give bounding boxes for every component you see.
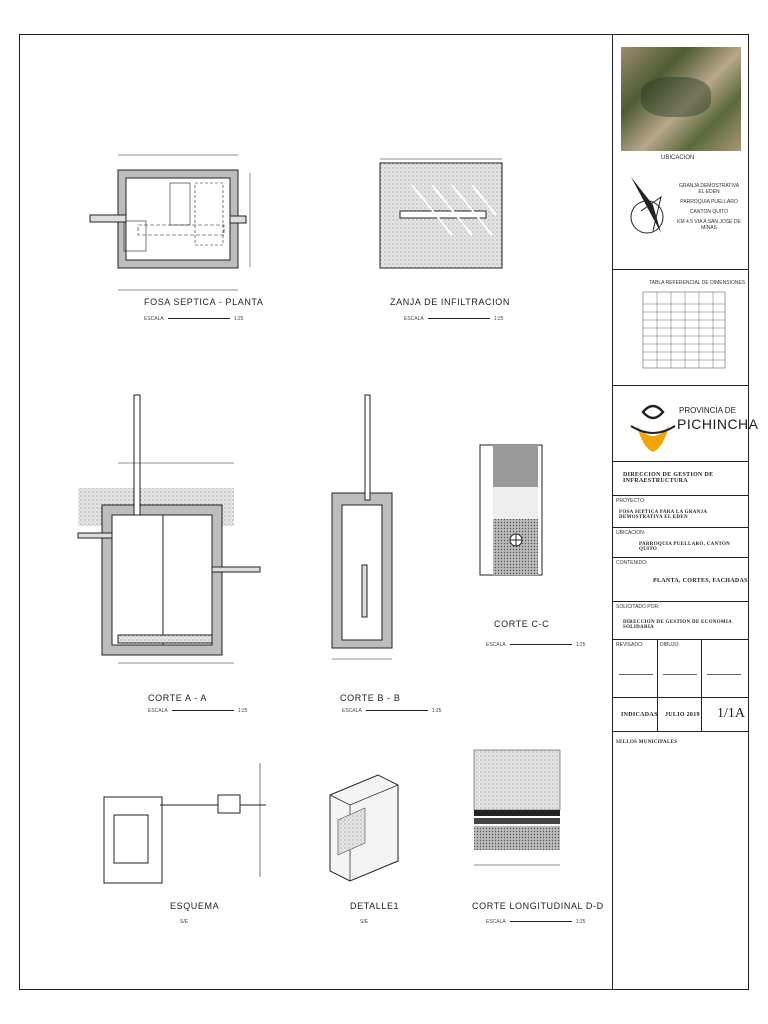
project-label: PROYECTO: <box>616 498 646 504</box>
trench-scale: ESCALA 1:25 <box>404 316 503 322</box>
stamps-label: SELLOS MUNICIPALES <box>616 740 678 745</box>
plan-title: FOSA SEPTICA - PLANTA <box>144 297 264 307</box>
province-name: PICHINCHA <box>677 416 759 432</box>
detail-title: DETALLE1 <box>350 901 400 911</box>
reviewed-label: REVISADO: <box>616 642 644 648</box>
sheet-info-section: INDICADAS JULIO 2019 1/1A <box>613 697 748 732</box>
section-c-scale-ratio: 1:25 <box>575 642 586 648</box>
plan-scale: ESCALA 1:25 <box>144 316 243 322</box>
content-label: CONTENIDO: <box>616 560 648 566</box>
location-line: EL EDEN <box>698 189 720 195</box>
section-d-view <box>473 749 561 866</box>
date-value: JULIO 2019 <box>665 712 700 718</box>
scheme-view <box>103 763 266 884</box>
north-arrow-icon <box>630 177 664 234</box>
location-line: GRANJA DEMOSTRATIVA <box>678 183 740 189</box>
section-b-view <box>331 394 393 660</box>
location-section: UBICACION: PARROQUIA PUELLARO, CANTON QU… <box>613 527 748 558</box>
section-d-scale: ESCALA 1:25 <box>486 919 585 925</box>
plan-scale-ratio: 1:25 <box>233 316 244 322</box>
stamps-section: SELLOS MUNICIPALES <box>613 731 748 990</box>
section-c-scale-label: ESCALA <box>486 642 506 648</box>
signature-line-1 <box>619 674 653 675</box>
septic-plan-view <box>89 154 251 291</box>
direction-name: DIRECCION DE GESTION DE INFRAESTRUCTURA <box>623 472 714 484</box>
location-line: PARROQUIA PUELLARO <box>680 199 738 205</box>
dimension-table-section: TABLA REFERENCIAL DE DIMENSIONES <box>613 269 748 386</box>
requested-value: DIRECCION DE GESTION DE ECONOMIA SOLIDAR… <box>623 620 732 630</box>
section-a-scale-label: ESCALA <box>148 708 168 714</box>
province-top: PROVINCIA DE <box>679 406 736 415</box>
project-name: FOSA SEPTICA PARA LA GRANJA DEMOSTRATIVA… <box>619 510 708 520</box>
signature-line-2 <box>663 674 697 675</box>
signature-divider-1 <box>657 640 658 698</box>
location-field-label: UBICACION: <box>616 530 646 536</box>
province-logo-section: PROVINCIA DE PICHINCHA <box>613 385 758 462</box>
province-logo-icon <box>630 404 676 452</box>
plan-scale-label: ESCALA <box>144 316 164 322</box>
section-a-view <box>77 394 261 664</box>
technical-drawing <box>77 154 561 884</box>
detail-scale: S/E <box>360 919 369 925</box>
content-value: PLANTA, CORTES, FACHADAS <box>653 578 748 584</box>
sheet-info-divider-2 <box>701 698 702 732</box>
location-value: PARROQUIA PUELLARO, CANTON QUITO <box>639 542 731 552</box>
drawing-area: FOSA SEPTICA - PLANTA ESCALA 1:25 ZANJA D… <box>20 35 613 989</box>
section-c-view <box>479 444 543 576</box>
detail-view <box>329 774 399 882</box>
drawing-sheet: FOSA SEPTICA - PLANTA ESCALA 1:25 ZANJA D… <box>19 34 758 990</box>
section-d-scale-ratio: 1:25 <box>575 919 586 925</box>
sheet-number: 1/1A <box>717 706 745 721</box>
project-section: PROYECTO: FOSA SEPTICA PARA LA GRANJA DE… <box>613 495 748 528</box>
signatures-section: REVISADO: DIBUJO: <box>613 639 748 698</box>
scheme-scale: S/E <box>180 919 189 925</box>
content-section: CONTENIDO: PLANTA, CORTES, FACHADAS <box>613 557 748 602</box>
title-block: UBICACION GRANJA DEMOSTRATIVA EL EDEN PA… <box>613 35 758 990</box>
section-a-scale: ESCALA 1:25 <box>148 708 247 714</box>
section-b-scale: ESCALA 1:25 <box>342 708 441 714</box>
signature-divider-2 <box>701 640 702 698</box>
location-line: KM 4.5 VIA A SAN JOSE DE MINAS <box>677 219 741 231</box>
section-a-title: CORTE A - A <box>148 693 207 703</box>
section-d-scale-label: ESCALA <box>486 919 506 925</box>
section-a-scale-ratio: 1:25 <box>237 708 248 714</box>
infiltration-trench-view <box>379 158 503 269</box>
section-d-title: CORTE LONGITUDINAL D-D <box>472 901 604 911</box>
location-line: CANTON QUITO <box>689 209 729 215</box>
trench-scale-label: ESCALA <box>404 316 424 322</box>
location-map-image <box>621 47 741 151</box>
scheme-title: ESQUEMA <box>170 901 220 911</box>
sheet-info-divider-1 <box>657 698 658 732</box>
location-details: GRANJA DEMOSTRATIVA EL EDEN PARROQUIA PU… <box>673 183 745 231</box>
direction-section: DIRECCION DE GESTION DE INFRAESTRUCTURA <box>613 461 748 496</box>
section-c-scale: ESCALA 1:25 <box>486 642 585 648</box>
drawn-label: DIBUJO: <box>660 642 680 648</box>
signature-line-3 <box>707 674 741 675</box>
requested-section: SOLICITADO POR: DIRECCION DE GESTION DE … <box>613 601 748 640</box>
scale-value: INDICADAS <box>621 712 658 718</box>
section-b-title: CORTE B - B <box>340 693 401 703</box>
trench-title: ZANJA DE INFILTRACION <box>390 297 510 307</box>
dimension-table-title: TABLA REFERENCIAL DE DIMENSIONES <box>649 280 746 286</box>
dimension-table-grid <box>642 291 726 369</box>
requested-label: SOLICITADO POR: <box>616 604 660 610</box>
section-b-scale-label: ESCALA <box>342 708 362 714</box>
section-c-title: CORTE C-C <box>494 619 550 629</box>
section-b-scale-ratio: 1:25 <box>431 708 442 714</box>
trench-scale-ratio: 1:25 <box>493 316 504 322</box>
location-label: UBICACION <box>661 155 695 161</box>
